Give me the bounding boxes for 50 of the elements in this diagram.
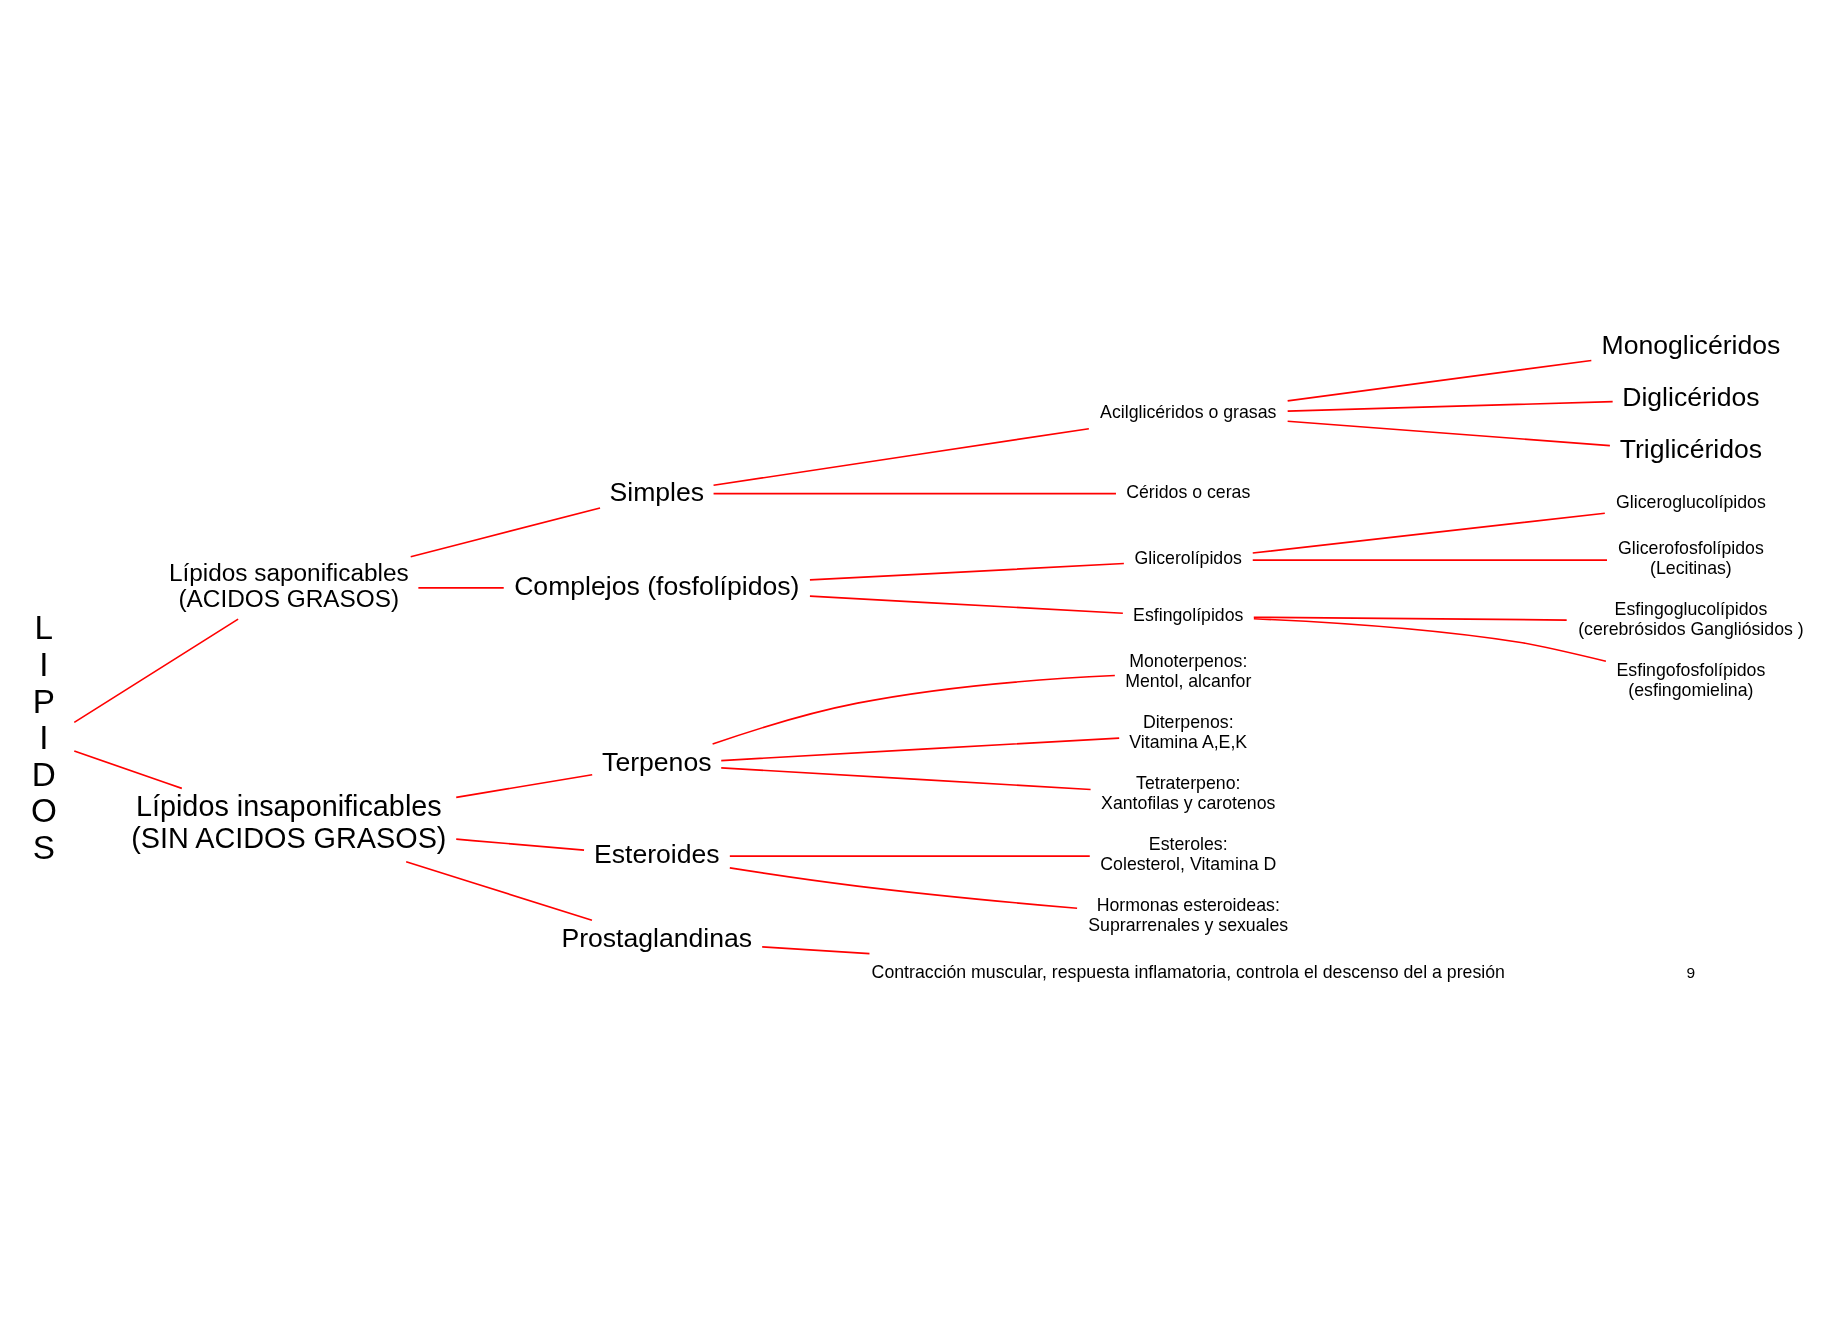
node-text: Acilglicéridos o grasas — [1099, 402, 1276, 423]
connector — [72, 750, 183, 790]
connector — [808, 595, 1124, 615]
node-text: Hormonas esteroideas: Suprarrenales y sexuales — [1087, 895, 1288, 936]
node-text: Prostaglandinas — [560, 923, 752, 954]
node-text: Lípidos insaponificables (SIN ACIDOS GRASOS) — [130, 790, 446, 855]
node-text: Céridos o ceras — [1125, 481, 1250, 502]
node-text: Esfingolípidos — [1132, 604, 1243, 625]
node-text: Diterpenos: Vitamina A,E,K — [1128, 712, 1247, 753]
node-text: Contracción muscular, respuesta inflamatoria, controla el descenso del a presión — [871, 961, 1505, 982]
connector — [454, 773, 593, 799]
connector — [409, 507, 601, 558]
connector — [711, 674, 1116, 745]
connector — [454, 838, 585, 851]
node-text: Diglicéridos — [1621, 382, 1760, 413]
node-text: Simples — [609, 476, 704, 507]
node-text: Terpenos — [601, 747, 712, 777]
node-text: L I P I D O S — [30, 609, 57, 866]
connector — [1286, 400, 1613, 412]
node-text: Esteroles: Colesterol, Vitamina D — [1099, 834, 1276, 875]
connector — [719, 737, 1120, 762]
connector — [712, 427, 1090, 487]
node-text: Triglicéridos — [1619, 434, 1762, 465]
connector — [719, 767, 1091, 791]
node-text: Gliceroglucolípidos — [1615, 491, 1766, 512]
node-text: Complejos (fosfolípidos) — [513, 570, 799, 601]
node-text: Glicerolípidos — [1134, 548, 1242, 569]
connector — [1286, 359, 1592, 402]
connector — [1286, 420, 1611, 447]
connector — [760, 946, 870, 955]
connector — [72, 618, 239, 724]
node-text: Esteroides — [593, 839, 720, 869]
label: 9 — [1686, 963, 1695, 981]
connector — [1251, 512, 1606, 554]
node-text: Tetraterpeno: Xantofilas y carotenos — [1100, 773, 1275, 814]
connector — [404, 860, 593, 922]
connector — [1251, 559, 1608, 562]
connector — [728, 867, 1078, 910]
node-text: Glicerofosfolípidos (Lecitinas) — [1617, 538, 1764, 579]
connector — [712, 492, 1117, 495]
node-text: Lípidos saponificables (ACIDOS GRASOS) — [168, 558, 409, 613]
node-text: Esfingofosfolípidos (esfingomielina) — [1616, 660, 1765, 701]
connector — [728, 855, 1091, 857]
connector — [1252, 616, 1567, 621]
node-text: Esfingoglucolípidos (cerebrósidos Gangliósidos ) — [1577, 599, 1804, 640]
connector — [417, 587, 505, 589]
connector — [808, 562, 1125, 581]
connector — [1252, 617, 1607, 663]
node-text: Monoglicéridos — [1600, 330, 1780, 361]
node-text: Monoterpenos: Mentol, alcanfor — [1124, 651, 1251, 692]
